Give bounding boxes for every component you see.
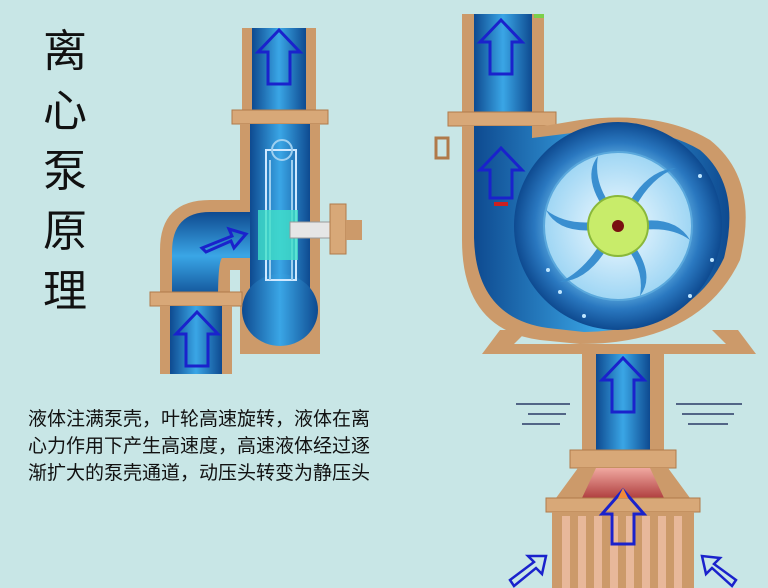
- flow-arrow-icon: [172, 309, 222, 368]
- pump-base: [482, 330, 756, 354]
- outlet-flange: [231, 109, 329, 125]
- flow-arrow-icon: [476, 145, 526, 200]
- flow-arrow-icon: [508, 554, 548, 588]
- strainer-grille: [552, 512, 694, 588]
- flow-tip-marker: [618, 488, 628, 498]
- inlet-elbow-water: [172, 212, 250, 300]
- strainer-slots: [562, 516, 682, 588]
- strainer-icon: [582, 468, 664, 498]
- inlet-flange: [149, 291, 243, 307]
- shaft-bearing: [329, 203, 347, 255]
- bracket-icon: [434, 136, 450, 160]
- outlet-pipe-water: [252, 28, 306, 118]
- discharge-flange: [447, 111, 557, 127]
- flow-arrow-icon: [199, 226, 249, 254]
- marker-red: [494, 202, 508, 206]
- indicator-mark: [534, 14, 544, 18]
- flow-arrow-icon: [254, 27, 304, 86]
- flow-arrow-icon: [476, 17, 526, 76]
- suction-pipe-water: [596, 354, 650, 454]
- suction-flange: [569, 449, 677, 469]
- shaft-center: [612, 220, 624, 232]
- flow-arrow-icon: [598, 355, 648, 414]
- side-section-pump: [149, 27, 362, 374]
- strainer-flange: [545, 497, 701, 513]
- title-char: 泵: [43, 146, 87, 197]
- volute-pump: [434, 14, 756, 588]
- title-char: 理: [43, 266, 87, 317]
- pump-bottom-chamber: [242, 274, 318, 346]
- flow-arrow-icon: [700, 554, 738, 588]
- title-char: 心: [43, 86, 87, 137]
- inlet-pipe-water: [170, 306, 222, 374]
- water-droplets: [546, 174, 714, 318]
- page-title: 离 心 泵 原 理: [40, 22, 90, 322]
- discharge-pipe-water: [474, 14, 532, 124]
- pump-casing-water: [250, 124, 310, 294]
- description-text: 液体注满泵壳，叶轮高速旋转，液体在离 心力作用下产生高速度，高速液体经过逐 渐扩…: [28, 408, 371, 484]
- shaft-coupling: [346, 220, 362, 240]
- water-surface-icon: [516, 403, 742, 425]
- flow-arrow-icon: [598, 487, 648, 546]
- title-char: 原: [43, 206, 87, 257]
- title-char: 离: [43, 26, 87, 77]
